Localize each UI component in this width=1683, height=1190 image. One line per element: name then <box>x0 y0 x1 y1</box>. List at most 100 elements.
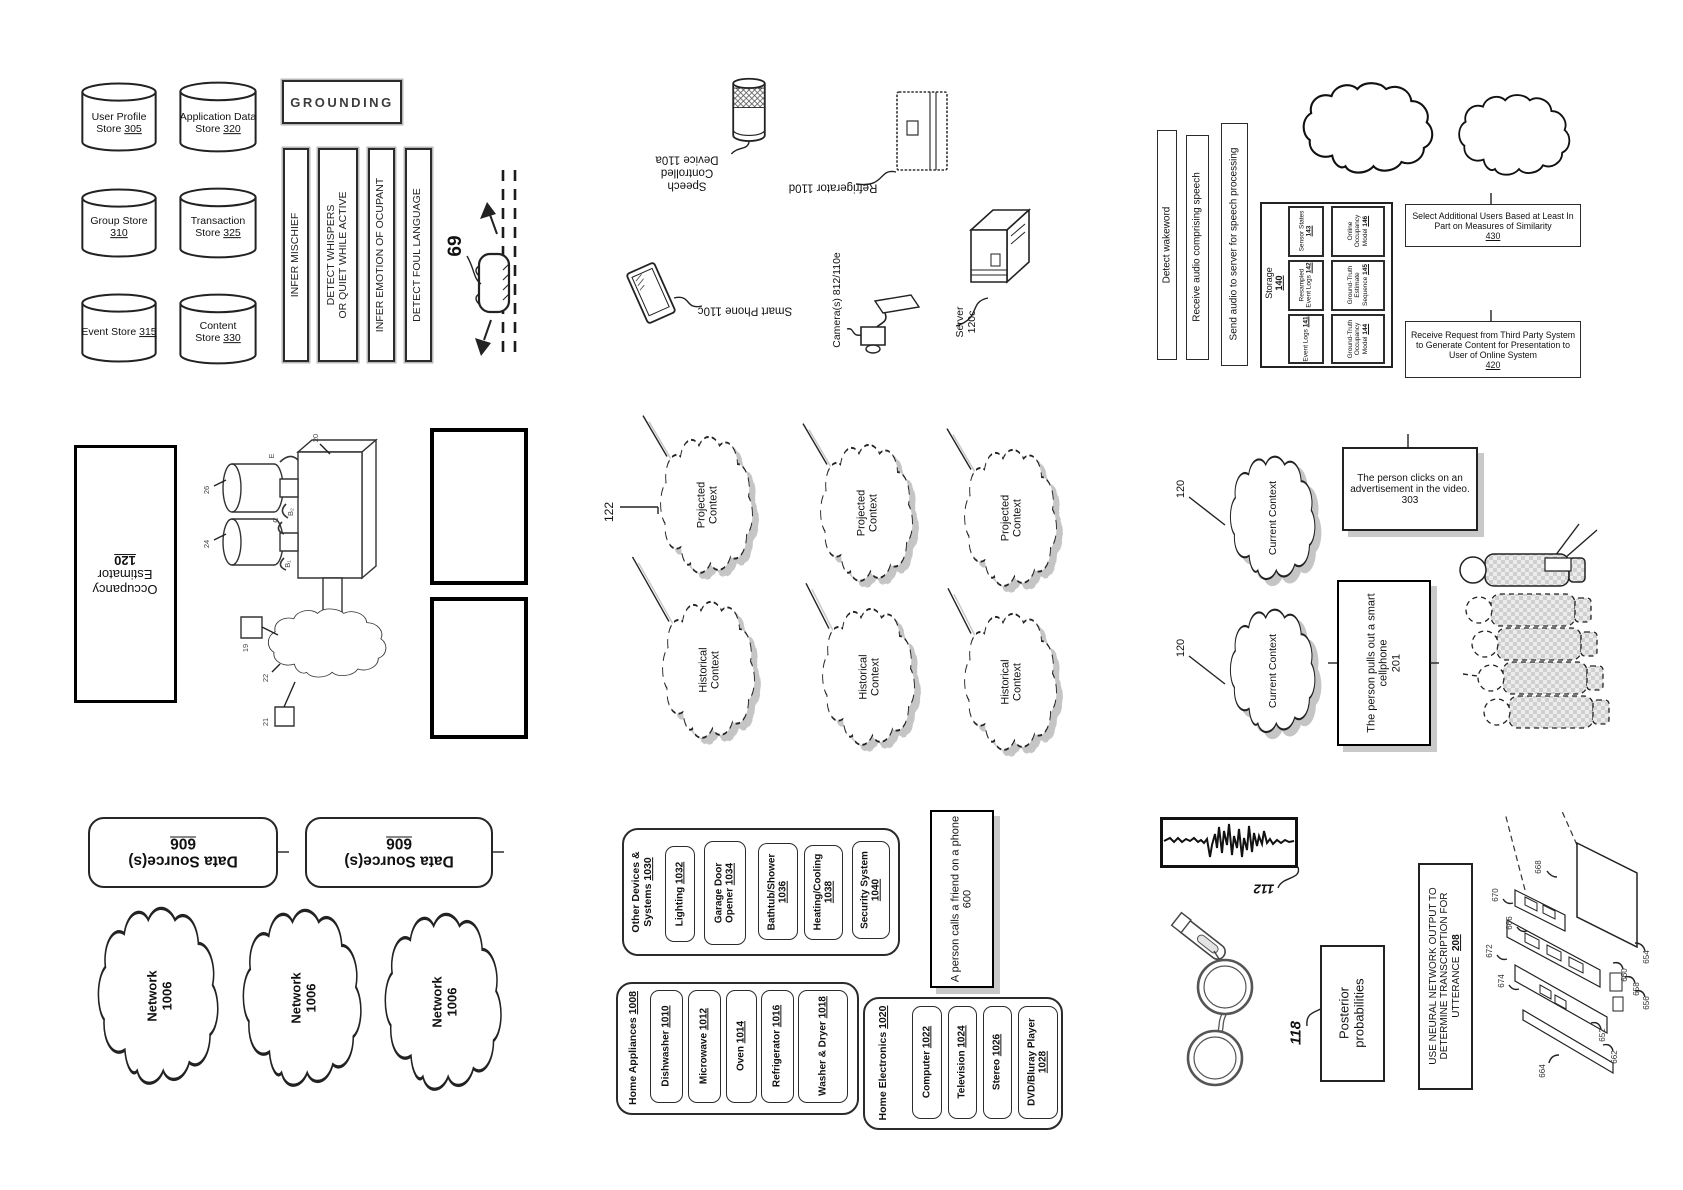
datastore-cylinder <box>80 292 158 364</box>
data-source-box <box>88 817 278 888</box>
store-label: Application Data Store 320 <box>179 111 257 135</box>
square-ref: 21 <box>261 718 270 726</box>
refrigerator-label: Refrigerator 110d <box>788 181 878 194</box>
waveform-ref: 112 <box>1253 881 1275 897</box>
device-ref: 664 <box>1538 1064 1547 1078</box>
data-source-label: Data Source(s)606 <box>128 835 238 870</box>
camera-label: Camera(s) 812/110e <box>831 252 844 348</box>
electronics-cell-label: Stereo 1026 <box>991 1033 1003 1091</box>
appliance-cell <box>688 990 721 1103</box>
appliance-cell <box>650 990 683 1103</box>
cellphone-box <box>1337 580 1431 746</box>
analysis-bar-label: INFER EMOTION OF OCUPANT <box>374 177 387 333</box>
device-ref: 656 <box>1642 996 1651 1010</box>
storage-cell-label: Ground-Truth Occupancy Model 144 <box>1346 319 1369 359</box>
arrow-label: B₂ <box>286 508 295 516</box>
historical-context-label: Historical Context <box>857 654 882 700</box>
machine-ref: 20 <box>311 434 320 442</box>
context-ref-leader <box>618 498 662 516</box>
device-ref: 674 <box>1497 974 1506 988</box>
historical-context-cloud <box>962 612 1058 751</box>
flow-step-label: Send audio to server for speech processi… <box>1228 147 1240 341</box>
device-cell <box>665 846 695 942</box>
appliance-cell <box>726 990 757 1103</box>
speech-device-label: Speech Controlled Device 110a <box>655 153 719 192</box>
electronics-cell <box>948 1006 977 1119</box>
cloud-sketch <box>1458 94 1571 176</box>
storage-cell <box>1331 314 1385 364</box>
smart-phone-label: Smart Phone 110c <box>697 304 793 317</box>
car-road-sketch: 69 <box>445 168 525 363</box>
store-label: User Profile Store 305 <box>91 111 147 135</box>
arrow-label: B₁ <box>283 560 292 568</box>
data-source-label: Data Source(s)606 <box>344 835 454 870</box>
tick-line <box>1430 659 1440 667</box>
datastore-cylinder <box>80 187 158 259</box>
appliance-cell-label: Microwave 1012 <box>698 1007 710 1085</box>
storage-cell-label: Online Occupancy Model 146 <box>1346 214 1369 248</box>
electronics-cell-label: DVD/Bluray Player 1028 <box>1026 1018 1049 1106</box>
device-ref: 658 <box>1632 982 1641 996</box>
grounding-label: GROUNDING <box>290 94 394 110</box>
projected-context-label: Projected Context <box>855 489 880 537</box>
flow-step-bar <box>1157 130 1177 360</box>
store-label: Event Store 315 <box>81 326 157 339</box>
occupancy-machine-sketch: 20 26 24 E B₂ C B₁ 19 22 21 <box>202 434 387 730</box>
analysis-bar <box>318 148 358 362</box>
device-cell-label: Garage Door Opener 1034 <box>713 862 736 924</box>
device-cell-label: Bathtub/Shower 1036 <box>766 853 789 931</box>
tick-line <box>1487 193 1495 205</box>
store-label: Content Store 330 <box>195 320 241 344</box>
device-ref: 652 <box>1598 1028 1607 1042</box>
device-ref: 668 <box>1534 860 1543 874</box>
server-sketch <box>965 196 1043 298</box>
square-ref: 19 <box>241 644 250 652</box>
reclining-people-sketch <box>1455 538 1600 753</box>
posterior-box <box>1320 945 1385 1082</box>
receive-request-box: Receive Request from Third Party System … <box>1405 321 1581 378</box>
receive-request-text: Receive Request from Third Party System … <box>1410 329 1576 360</box>
appliance-cell-label: Washer & Dryer 1018 <box>817 996 829 1096</box>
refrigerator-sketch <box>894 89 950 173</box>
tick-line <box>493 848 505 856</box>
historical-context-label: Historical Context <box>999 659 1024 705</box>
flow-step-label: Detect wakeword <box>1161 206 1173 284</box>
cylinder-ref: 26 <box>202 486 211 494</box>
posterior-label: Posterior probabilities <box>1336 978 1366 1048</box>
car-ref-label: 69 <box>445 235 466 256</box>
device-cell-label: Heating/Cooling 1038 <box>812 853 835 931</box>
home-appliances-title: Home Appliances 1008 <box>627 991 640 1105</box>
historical-context-label: Historical Context <box>697 647 722 693</box>
cloud-sketch <box>1302 82 1434 174</box>
ad-click-box: The person clicks on an advertisement in… <box>1342 447 1478 531</box>
device-ref: 670 <box>1491 888 1500 902</box>
analysis-bar-label: DETECT FOUL LANGUAGE <box>411 188 424 322</box>
storage-cell <box>1331 260 1385 311</box>
other-devices-title: Other Devices & Systems 1030 <box>630 851 654 933</box>
storage-cell <box>1331 206 1385 257</box>
grounding-box: GROUNDING <box>282 80 402 124</box>
exploded-device-sketch: 668 670 666 672 674 664 654 660 658 656 … <box>1485 805 1651 1078</box>
ref-leader <box>1186 653 1228 687</box>
home-electronics-title: Home Electronics 1020 <box>877 1005 890 1121</box>
appliance-cell-label: Dishwasher 1010 <box>660 1005 672 1087</box>
storage-cell-label: Ground-Truth Estimate Sequence 145 <box>1346 264 1369 306</box>
select-users-text: Select Additional Users Based at Least I… <box>1412 210 1574 231</box>
context-ref-label: 122 <box>602 501 617 523</box>
ref-leader <box>1186 494 1228 528</box>
device-ref: 672 <box>1485 944 1494 958</box>
device-ref: 662 <box>1610 1050 1619 1064</box>
tick-line <box>1404 434 1412 448</box>
camera-sketch <box>845 293 920 358</box>
projected-context-label: Projected Context <box>695 481 720 529</box>
occupancy-estimator-box <box>74 445 177 703</box>
device-cell <box>852 841 890 939</box>
device-cell <box>804 845 843 940</box>
smart-phone-sketch <box>628 260 674 326</box>
projected-context-label: Projected Context <box>999 494 1024 542</box>
empty-frame <box>430 428 528 585</box>
cloud-ref: 22 <box>261 674 270 682</box>
store-label: Group Store 310 <box>90 215 148 239</box>
